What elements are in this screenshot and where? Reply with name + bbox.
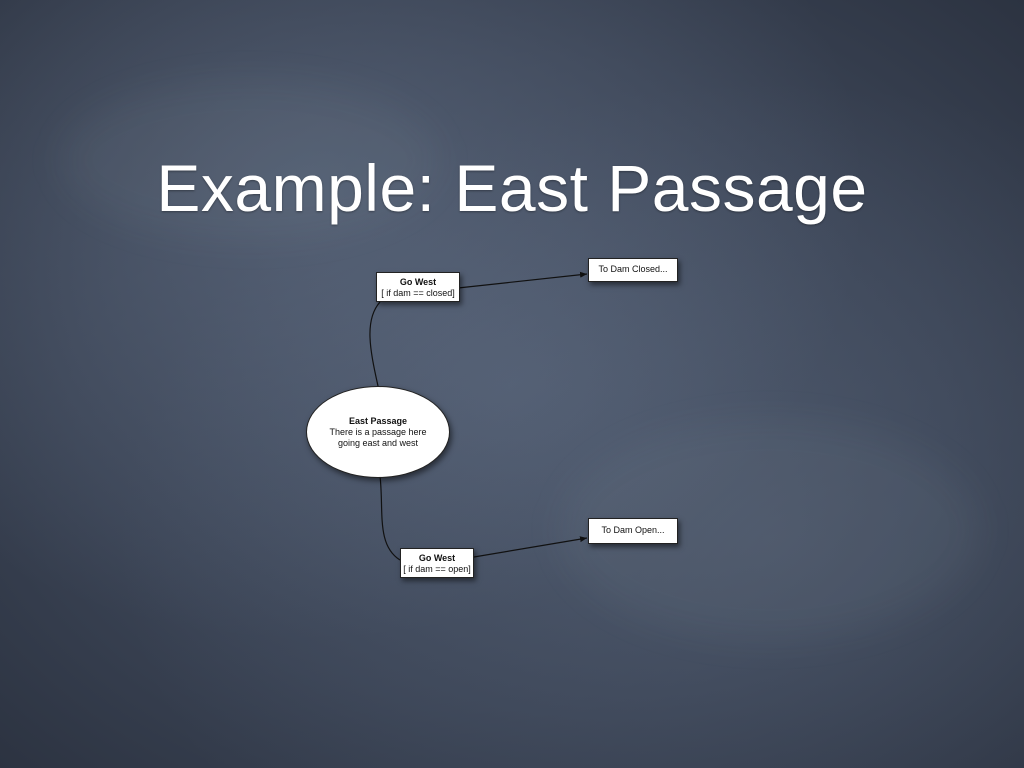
transition-go-west-closed: Go West [ if dam == closed]	[376, 272, 460, 302]
transition-go-west-open: Go West [ if dam == open]	[400, 548, 474, 578]
transition-action: Go West	[399, 277, 437, 287]
transition-action: Go West	[418, 553, 456, 563]
target-dam-closed: To Dam Closed...	[588, 258, 678, 282]
state-description-line2: going east and west	[337, 437, 419, 448]
edge-state-to-go-west-open	[379, 475, 401, 561]
target-label: To Dam Closed...	[598, 264, 668, 274]
transition-condition: [ if dam == closed]	[381, 288, 455, 298]
edge-go-west-open-to-dam-open	[473, 536, 588, 558]
state-title: East Passage	[348, 415, 408, 426]
target-label: To Dam Open...	[601, 525, 665, 535]
state-description-line1: There is a passage here	[329, 426, 427, 437]
edge-state-to-go-west-closed	[369, 301, 381, 387]
slide-title: Example: East Passage	[156, 151, 868, 225]
target-dam-open: To Dam Open...	[588, 518, 678, 544]
chalk-smudge	[60, 80, 440, 240]
edge-go-west-closed-to-dam-closed	[457, 271, 588, 289]
state-east-passage: East Passage There is a passage here goi…	[306, 386, 450, 478]
transition-condition: [ if dam == open]	[403, 564, 471, 574]
